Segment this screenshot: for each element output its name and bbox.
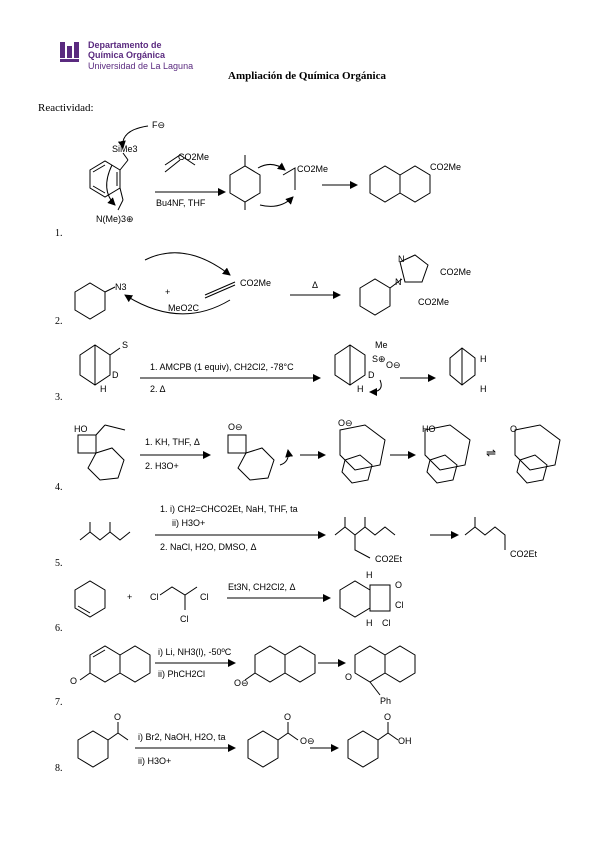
r3-label-7: H [357, 384, 364, 394]
r3-label-4: S⊕ [372, 354, 386, 364]
r2-label-1: + [165, 287, 170, 297]
r3-label-6: D [368, 370, 375, 380]
r1-label-2: CO2Me [178, 152, 209, 162]
r8-label-0: O [114, 712, 121, 722]
r7-reagent-bottom: ii) PhCH2Cl [158, 669, 205, 679]
r2-reagent-top: Δ [312, 280, 318, 290]
r4-label-4: O [510, 424, 517, 434]
r5-reagent-bottom: 2. NaCl, H2O, DMSO, Δ [160, 542, 257, 552]
r3-reagent-bottom: 2. Δ [150, 384, 166, 394]
r6-label-7: H [366, 618, 373, 628]
r5-label-0: CO2Et [375, 554, 403, 564]
r3-label-1: D [112, 370, 119, 380]
department-line1: Departamento de [88, 40, 162, 50]
r3-label-0: S [122, 340, 128, 350]
benzene-ring-icon [89, 160, 121, 198]
r8-reagent-top: i) Br2, NaOH, H2O, ta [138, 732, 226, 742]
r6-label-5: O [395, 580, 402, 590]
r6-reagent-top: Et3N, CH2Cl2, Δ [228, 582, 296, 592]
r8-label-2: O⊖ [300, 736, 315, 746]
reaction-number-8: 8. [55, 763, 63, 774]
r2-label-6: CO2Me [440, 267, 471, 277]
reaction-4-scheme [77, 424, 561, 484]
r2-label-7: CO2Me [418, 297, 449, 307]
r6-label-2: Cl [200, 592, 209, 602]
r2-label-4: N [398, 254, 405, 264]
r2-label-5: N [395, 277, 402, 287]
r3-label-2: H [100, 384, 107, 394]
reaction-number-1: 1. [55, 228, 63, 239]
r1-reagent-bottom: Bu4NF, THF [156, 198, 206, 208]
r3-label-3: Me [375, 340, 388, 350]
department-line2: Química Orgánica [88, 50, 166, 60]
university-logo-icon [60, 42, 79, 62]
reaction-number-2: 2. [55, 316, 63, 327]
page-header: Departamento de Química Orgánica Univers… [58, 40, 578, 82]
r8-label-4: OH [398, 736, 412, 746]
reaction-number-4: 4. [55, 482, 63, 493]
r6-label-8: Cl [382, 618, 391, 628]
r6-label-1: Cl [150, 592, 159, 602]
reaction-3-scheme [79, 344, 476, 396]
section-label: Reactividad: [38, 102, 94, 114]
r6-label-6: Cl [395, 600, 404, 610]
r4-label-3: HO [422, 424, 436, 434]
r5-reagent-mid: ii) H3O+ [172, 518, 205, 528]
r3-label-5: O⊖ [386, 360, 401, 370]
r1-label-3: N(Me)3⊕ [96, 214, 134, 224]
r3-label-9: H [480, 384, 487, 394]
reaction-5-scheme [79, 517, 506, 559]
r8-label-1: O [284, 712, 291, 722]
r7-label-1: O⊖ [234, 678, 249, 688]
reaction-6-scheme [74, 580, 391, 618]
r4-label-2: O⊖ [338, 418, 353, 428]
r4-label-0: HO [74, 424, 88, 434]
reaction-number-3: 3. [55, 392, 63, 403]
r1-label-1: SiMe3 [112, 144, 138, 154]
university-name: Universidad de La Laguna [88, 61, 194, 71]
r4-label-1: O⊖ [228, 422, 243, 432]
r8-reagent-bottom: ii) H3O+ [138, 756, 171, 766]
r2-label-0: N3 [115, 282, 127, 292]
r6-label-3: Cl [180, 614, 189, 624]
page-title: Ampliación de Química Orgánica [228, 70, 386, 82]
r6-label-0: + [127, 592, 132, 602]
reaction-8-scheme [77, 722, 399, 768]
department-name: Departamento de Química Orgánica [88, 40, 165, 60]
r6-label-4: H [366, 570, 373, 580]
r7-label-2: O [345, 672, 352, 682]
r5-reagent-top: 1. i) CH2=CHCO2Et, NaH, THF, ta [160, 504, 298, 514]
r2-label-3: CO2Me [240, 278, 271, 288]
r7-label-3: Ph [380, 696, 391, 706]
r4-reagent-top: 1. KH, THF, Δ [145, 437, 200, 447]
reaction-7-scheme [79, 645, 416, 696]
r2-label-2: MeO2C [168, 303, 200, 313]
r7-reagent-top: i) Li, NH3(l), -50ºC [158, 647, 232, 657]
reaction-2-scheme [74, 252, 429, 320]
reaction-number-6: 6. [55, 623, 63, 634]
reaction-1-scheme [89, 125, 431, 211]
reaction-number-7: 7. [55, 697, 63, 708]
r8-label-3: O [384, 712, 391, 722]
r4-reagent-bottom: 2. H3O+ [145, 461, 179, 471]
r1-label-4: CO2Me [297, 164, 328, 174]
r3-reagent-top: 1. AMCPB (1 equiv), CH2Cl2, -78°C [150, 362, 294, 372]
reaction-number-5: 5. [55, 558, 63, 569]
r3-label-8: H [480, 354, 487, 364]
r4-label-5: ⇌ [486, 446, 496, 460]
r1-label-0: F⊖ [152, 120, 165, 130]
r5-label-1: CO2Et [510, 549, 538, 559]
r1-label-5: CO2Me [430, 162, 461, 172]
r7-label-0: O [70, 676, 77, 686]
